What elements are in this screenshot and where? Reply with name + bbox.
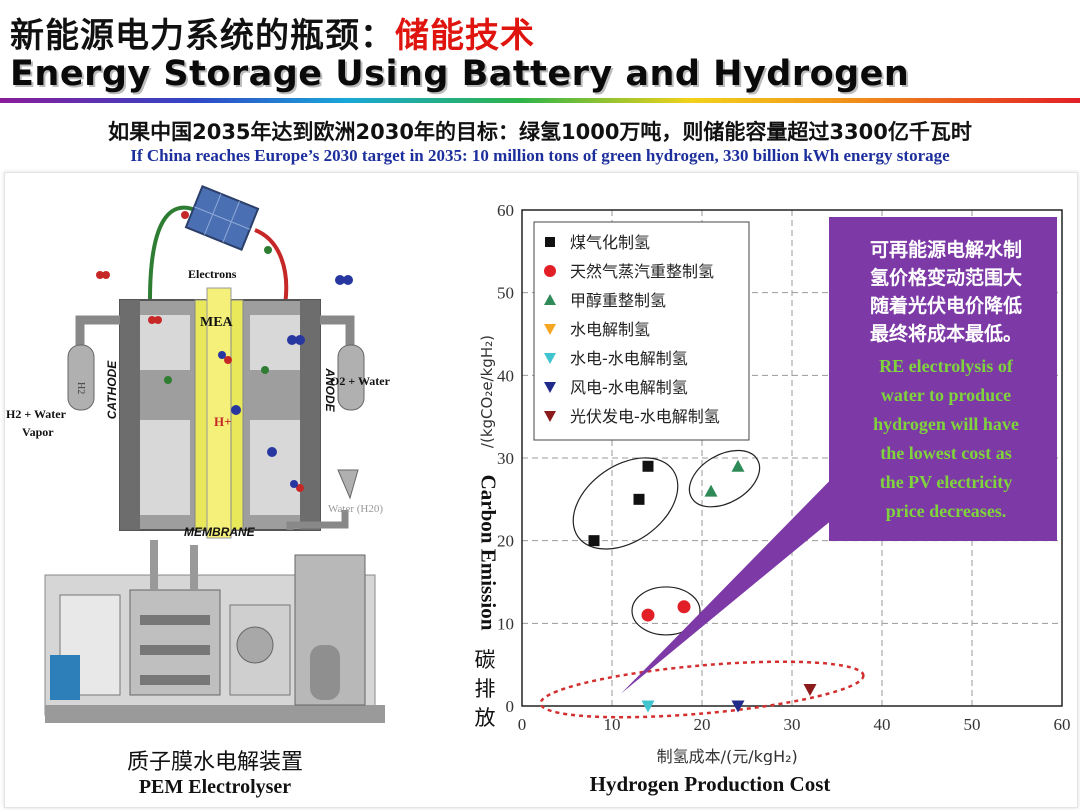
callout-box — [829, 217, 1057, 541]
electrons-label: Electrons — [188, 267, 237, 281]
content-panel — [4, 172, 1078, 808]
data-point — [633, 493, 645, 505]
pem-electrolyser-photo — [44, 540, 385, 723]
h2-water-vapor-label-1: H2 + Water — [6, 407, 67, 421]
subtitle-en: If China reaches Europe’s 2030 target in… — [130, 146, 950, 165]
data-point — [642, 460, 654, 472]
x-tick-label: 40 — [874, 715, 891, 734]
membrane-left-layer — [194, 299, 208, 531]
h2-tank-label: H2 — [75, 382, 86, 394]
h-plus-label: H+ — [214, 414, 232, 429]
membrane-strip — [206, 287, 232, 539]
hydrogen-pipe — [75, 315, 120, 345]
legend-entry: 水电解制氢 — [570, 320, 650, 339]
y-tick-label: 50 — [497, 284, 514, 303]
mea-label: MEA — [200, 315, 234, 330]
legend-marker — [545, 237, 555, 247]
water-label: Water (H20) — [328, 503, 383, 515]
h2-tank-icon — [67, 344, 95, 411]
legend-marker — [544, 265, 556, 277]
electrolyser-caption-en: PEM Electrolyser — [138, 776, 292, 798]
wire-right — [254, 228, 289, 306]
y-tick-label: 60 — [497, 201, 514, 220]
legend-marker — [544, 324, 556, 335]
gas-cluster-ellipse — [631, 586, 701, 636]
page-title-en: Energy Storage Using Battery and Hydroge… — [10, 54, 910, 94]
h2-water-vapor-label-2: Vapor — [22, 425, 54, 439]
legend-entry: 煤气化制氢 — [570, 233, 650, 252]
x-tick-label: 20 — [694, 715, 711, 734]
carbon-cost-chart: 0 10 20 30 40 50 60 0 10 20 30 40 50 60 煤气化制氢天然气蒸汽重整制… — [478, 201, 1071, 765]
membrane-label: MEMBRANE — [184, 525, 256, 539]
x-tick-label: 50 — [964, 715, 981, 734]
electrolysis-cluster-ellipse — [539, 660, 865, 719]
legend-entry: 甲醇重整制氢 — [570, 291, 666, 310]
data-point — [641, 608, 655, 622]
pem-cell-diagram: Electrons MEA H+ H2 CATHODE ANODE MEMBRA… — [6, 185, 391, 539]
chart-legend: 煤气化制氢天然气蒸汽重整制氢甲醇重整制氢水电解制氢水电-水电解制氢风电-水电解制… — [533, 221, 750, 441]
y-axis-label-cn: 碳 排 放 — [474, 648, 496, 730]
x-tick-label: 30 — [784, 715, 801, 734]
x-axis-label-en: Hydrogen Production Cost — [589, 772, 831, 796]
water-pipe — [286, 510, 349, 530]
o2-tank-icon — [337, 344, 365, 411]
data-point — [731, 700, 745, 713]
callout-pointer — [621, 460, 878, 694]
y-tick-label: 40 — [497, 366, 514, 385]
subtitle-cn: 如果中国2035年达到欧洲2030年的目标：绿氢1000万吨，则储能容量超过33… — [108, 120, 972, 144]
legend-entry: 天然气蒸汽重整制氢 — [570, 262, 714, 281]
chart-points — [588, 459, 817, 713]
page-title-accent: 储能技术 — [395, 16, 535, 56]
o2-water-label: O2 + Water — [330, 374, 391, 388]
data-point — [588, 535, 600, 547]
data-point — [803, 683, 817, 696]
legend-marker — [544, 382, 556, 393]
wire-left — [148, 205, 196, 301]
legend-entry: 水电-水电解制氢 — [570, 349, 688, 368]
x-tick-label: 10 — [604, 715, 621, 734]
data-point — [704, 484, 718, 497]
legend-entry: 风电-水电解制氢 — [570, 378, 688, 397]
cathode-label: CATHODE — [105, 360, 119, 419]
oxygen-pipe — [320, 315, 355, 345]
y-tick-label: 0 — [506, 697, 515, 716]
legend-marker — [544, 411, 556, 422]
legend-entry: 光伏发电-水电解制氢 — [570, 407, 720, 426]
y-tick-label: 10 — [497, 614, 514, 633]
water-funnel-icon — [337, 469, 359, 500]
methanol-cluster-ellipse — [688, 449, 761, 508]
callout-text-cn: 可再能源电解水制氢价格变动范围大 随着光伏电价降低最终将成本最低。 — [869, 239, 1022, 345]
data-point — [641, 700, 655, 713]
cluster-ellipses — [539, 449, 865, 719]
solar-panel-icon — [184, 185, 260, 251]
y-axis-units: /(kgCO₂e/kgH₂) — [478, 335, 496, 448]
callout-pointer-triangle — [621, 460, 878, 694]
page-title-cn: 新能源电力系统的瓶颈：储能技术 — [10, 16, 535, 56]
plot-frame — [521, 209, 1063, 707]
data-point — [731, 459, 745, 472]
legend-marker — [544, 294, 556, 305]
y-tick-label: 30 — [497, 449, 514, 468]
coal-cluster-ellipse — [572, 457, 679, 550]
legend-marker — [544, 353, 556, 364]
legend-box — [533, 221, 750, 441]
electrolyser-caption-cn: 质子膜水电解装置 — [126, 750, 303, 775]
y-tick-label: 20 — [497, 532, 514, 551]
x-axis-label-cn: 制氢成本/(元/kgH₂) — [657, 747, 798, 765]
rainbow-divider — [0, 98, 1080, 103]
anode-label: ANODE — [323, 367, 337, 412]
x-tick-label: 60 — [1054, 715, 1071, 734]
chart-ticks: 0 10 20 30 40 50 60 0 10 20 30 40 50 60 — [497, 201, 1071, 734]
x-tick-label: 0 — [518, 715, 527, 734]
data-point — [677, 600, 691, 614]
